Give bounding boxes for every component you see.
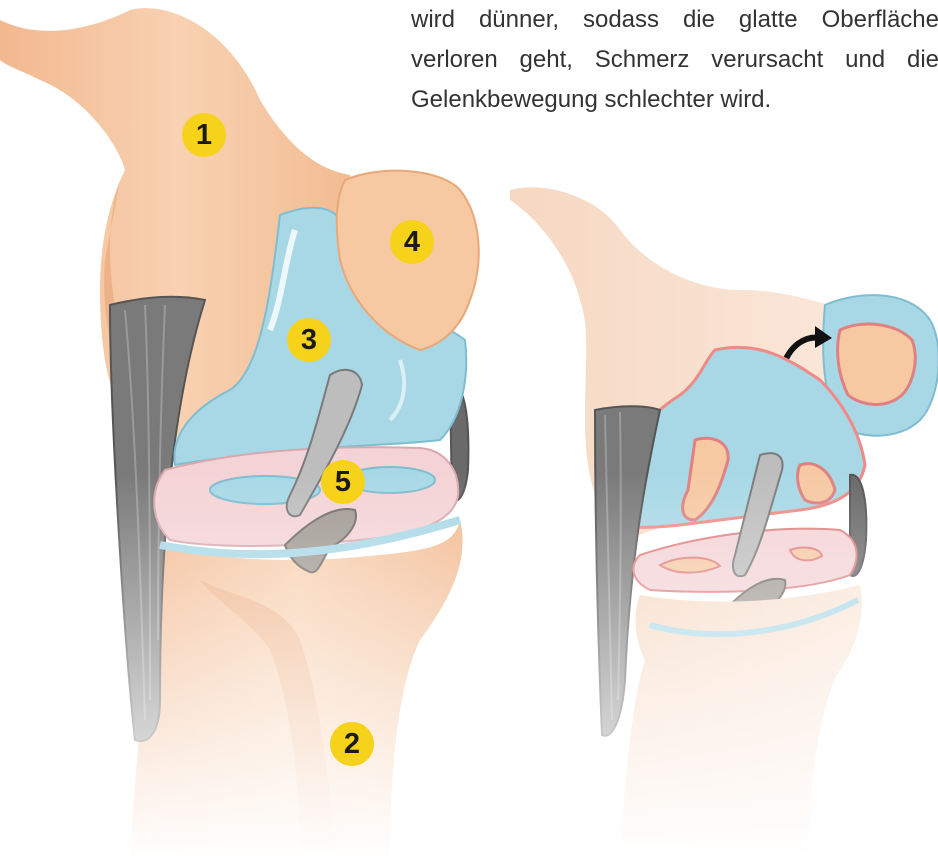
caption-text: wird dünner, sodass die glatte Oberfläch…: [411, 0, 938, 120]
caption-line-3: Gelenkbewegung schlechter wird.: [411, 80, 938, 120]
label-marker-patella: 4: [390, 220, 434, 264]
label-marker-cartilage: 3: [287, 318, 331, 362]
label-marker-meniscus: 5: [321, 460, 365, 504]
caption-line-2: verloren geht, Schmerz verursacht und di…: [411, 40, 938, 80]
caption-line-1: wird dünner, sodass die glatte Oberfläch…: [411, 0, 938, 40]
label-marker-tibia: 2: [330, 722, 374, 766]
label-marker-femur: 1: [182, 113, 226, 157]
